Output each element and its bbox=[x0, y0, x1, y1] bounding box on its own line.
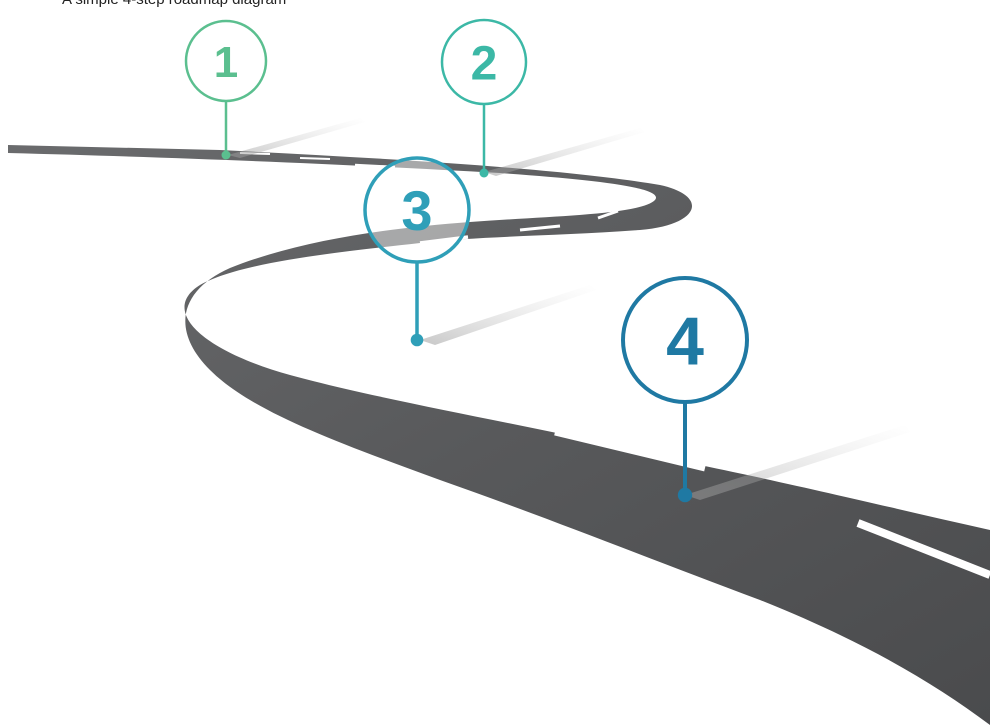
lane-dash bbox=[510, 181, 545, 184]
lane-dash bbox=[340, 255, 370, 266]
road bbox=[8, 145, 990, 725]
lane-dash bbox=[607, 196, 620, 203]
pin-number: 3 bbox=[401, 179, 432, 242]
lane-dash bbox=[310, 322, 330, 345]
lane-dash bbox=[365, 372, 445, 400]
pin-number: 4 bbox=[666, 303, 704, 379]
pin-base-dot bbox=[222, 151, 231, 160]
lane-dash bbox=[300, 158, 330, 159]
pin-base-dot bbox=[411, 334, 424, 347]
milestone-pin-2: 2 bbox=[442, 20, 526, 178]
lane-dash bbox=[565, 188, 590, 192]
pin-number: 2 bbox=[471, 37, 498, 90]
pin-base-dot bbox=[678, 488, 692, 502]
pin-number: 1 bbox=[214, 38, 238, 87]
milestone-pin-3: 3 bbox=[365, 158, 469, 346]
milestone-pin-1: 1 bbox=[186, 21, 266, 160]
lane-dash bbox=[305, 288, 320, 308]
pin-base-dot bbox=[480, 169, 489, 178]
